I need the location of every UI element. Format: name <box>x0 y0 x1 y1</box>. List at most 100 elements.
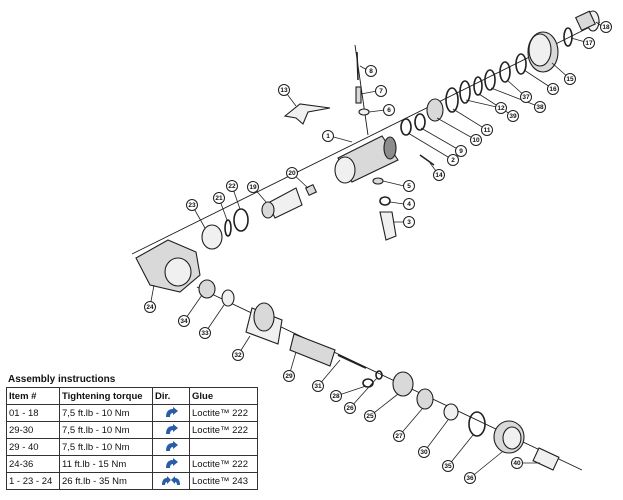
callout-label: 3 <box>407 219 411 226</box>
callout-label: 2 <box>451 157 455 164</box>
callout-6: 6 <box>383 104 395 116</box>
callout-25: 25 <box>364 410 376 422</box>
callout-35: 35 <box>442 460 454 472</box>
callout-label: 38 <box>536 104 544 111</box>
part-37-ring <box>499 61 511 83</box>
callout-4: 4 <box>403 198 415 210</box>
part-27-bearing <box>416 388 434 410</box>
callout-33: 33 <box>199 327 211 339</box>
callout-label: 12 <box>497 105 505 112</box>
part-38-ring <box>484 69 496 91</box>
part-15-housing-cap <box>527 31 559 73</box>
part-28-ring <box>362 378 374 388</box>
glue-cell <box>189 438 258 456</box>
clockwise-arrow-icon <box>160 458 182 470</box>
torque-cell: 11 ft.lb - 15 Nm <box>59 455 153 473</box>
callout-22: 22 <box>226 180 238 192</box>
callout-1: 1 <box>322 130 334 142</box>
callout-36: 36 <box>464 472 476 484</box>
callout-17: 17 <box>583 37 595 49</box>
callout-10: 10 <box>470 134 482 146</box>
assembly-header-row: Item # Tightening torque Dir. Glue <box>6 387 258 405</box>
direction-cell <box>152 472 190 490</box>
callout-40: 40 <box>511 457 523 469</box>
callout-label: 40 <box>513 460 521 467</box>
part-17-washer <box>563 27 573 47</box>
part-3-valve <box>379 211 397 241</box>
header-direction: Dir. <box>152 387 190 405</box>
callout-label: 4 <box>407 201 411 208</box>
callout-32: 32 <box>232 349 244 361</box>
part-24-ratchet-head <box>135 239 201 293</box>
torque-cell: 26 ft.lb - 35 Nm <box>59 472 153 490</box>
callout-34: 34 <box>178 315 190 327</box>
torque-cell: 7,5 ft.lb - 10 Nm <box>59 438 153 456</box>
callout-19: 19 <box>247 181 259 193</box>
part-9-ring <box>414 113 426 131</box>
glue-cell: Loctite™ 222 <box>189 404 258 422</box>
item-cell: 1 - 23 - 24 <box>6 472 60 490</box>
direction-cell <box>152 455 190 473</box>
callout-label: 27 <box>395 433 403 440</box>
callout-9: 9 <box>455 145 467 157</box>
part-26-ring <box>375 370 383 380</box>
header-glue: Glue <box>189 387 258 405</box>
callout-23: 23 <box>186 199 198 211</box>
part-22-ring <box>233 208 249 232</box>
part-13-lever <box>283 103 331 125</box>
part-33-bushing <box>221 289 235 307</box>
callout-37: 37 <box>520 91 532 103</box>
glue-cell: Loctite™ 222 <box>189 455 258 473</box>
callout-label: 24 <box>146 304 154 311</box>
glue-cell: Loctite™ 222 <box>189 421 258 439</box>
callout-8: 8 <box>365 65 377 77</box>
direction-cell <box>152 438 190 456</box>
part-11-ring <box>445 87 459 113</box>
part-14-pin <box>419 154 435 166</box>
callout-label: 9 <box>459 148 463 155</box>
callout-14: 14 <box>433 169 445 181</box>
part-21-ring <box>224 219 232 237</box>
header-item: Item # <box>6 387 60 405</box>
callout-label: 1 <box>326 133 330 140</box>
direction-cell <box>152 404 190 422</box>
assembly-title: Assembly instructions <box>8 374 116 385</box>
part-6-ball <box>358 108 370 116</box>
callout-label: 20 <box>288 170 296 177</box>
part-39-ring <box>473 76 483 96</box>
callout-label: 7 <box>379 88 383 95</box>
part-5-screw <box>372 177 384 185</box>
part-18-nozzle <box>574 10 600 32</box>
part-32-cylinder <box>245 302 283 345</box>
callout-label: 18 <box>602 24 610 31</box>
callout-label: 23 <box>188 202 196 209</box>
callout-label: 17 <box>585 40 593 47</box>
callout-16: 16 <box>547 83 559 95</box>
callout-label: 5 <box>407 183 411 190</box>
callout-label: 25 <box>366 413 374 420</box>
callout-2: 2 <box>447 154 459 166</box>
clockwise-arrow-icon <box>160 407 182 419</box>
part-29-rotor <box>289 333 336 367</box>
callout-label: 6 <box>387 107 391 114</box>
callout-3: 3 <box>403 216 415 228</box>
callout-13: 13 <box>278 84 290 96</box>
callout-label: 10 <box>472 137 480 144</box>
callout-label: 8 <box>369 68 373 75</box>
callout-12: 12 <box>495 102 507 114</box>
callout-label: 26 <box>346 405 354 412</box>
glue-cell: Loctite™ 243 <box>189 472 258 490</box>
callout-18: 18 <box>600 21 612 33</box>
callout-label: 29 <box>285 373 293 380</box>
part-12-ring <box>459 80 471 104</box>
callout-label: 30 <box>420 449 428 456</box>
part-1-motor-housing <box>334 135 399 184</box>
item-cell: 29-30 <box>6 421 60 439</box>
item-cell: 01 - 18 <box>6 404 60 422</box>
callout-label: 21 <box>215 195 223 202</box>
